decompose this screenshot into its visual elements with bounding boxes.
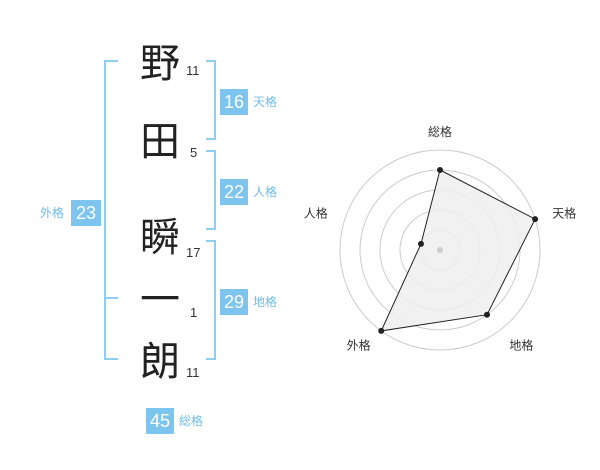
gaikaku-bracket-tick — [104, 297, 118, 299]
stroke-count-2: 5 — [190, 145, 198, 160]
gaikaku-bracket — [104, 60, 118, 360]
soukaku-label: 総格 — [179, 414, 204, 428]
gaikaku-value: 23 — [71, 200, 101, 226]
kanji-1: 野 — [140, 41, 180, 87]
radar-point-3 — [484, 311, 491, 318]
radar-axis-label-2: 天格 — [552, 206, 576, 221]
radar-point-1 — [437, 167, 443, 173]
radar-axis-label-1: 総格 — [428, 124, 452, 139]
jinkaku-value: 22 — [220, 179, 248, 205]
chikaku-bracket — [206, 240, 216, 360]
stroke-count-4: 1 — [190, 305, 198, 320]
kanji-4: 一 — [140, 277, 180, 323]
jinkaku-label: 人格 — [253, 185, 278, 199]
tenkaku-bracket — [206, 60, 216, 140]
stroke-count-5: 11 — [186, 365, 200, 380]
jinkaku-bracket — [206, 150, 216, 230]
radar-center-dot — [437, 247, 443, 253]
stroke-count-1: 11 — [186, 63, 200, 78]
soukaku-value: 45 — [146, 408, 174, 434]
kanji-5: 朗 — [140, 339, 180, 385]
radar-polygon — [380, 169, 536, 332]
radar-point-5 — [417, 240, 424, 247]
chikaku-value: 29 — [220, 289, 248, 315]
radar-axis-label-3: 地格 — [509, 337, 533, 352]
radar-point-4 — [378, 327, 385, 334]
radar-point-2 — [532, 216, 539, 223]
tenkaku-label: 天格 — [253, 95, 278, 109]
radar-axis-label-5: 人格 — [304, 206, 328, 221]
chikaku-label: 地格 — [253, 295, 278, 309]
gaikaku-label: 外格 — [40, 206, 65, 220]
tenkaku-value: 16 — [220, 89, 248, 115]
radar-axis-label-4: 外格 — [347, 337, 371, 352]
kanji-2: 田 — [140, 119, 180, 165]
radar-ring-5 — [339, 149, 541, 351]
stroke-count-3: 17 — [186, 245, 201, 260]
kanji-3: 瞬 — [140, 215, 180, 261]
